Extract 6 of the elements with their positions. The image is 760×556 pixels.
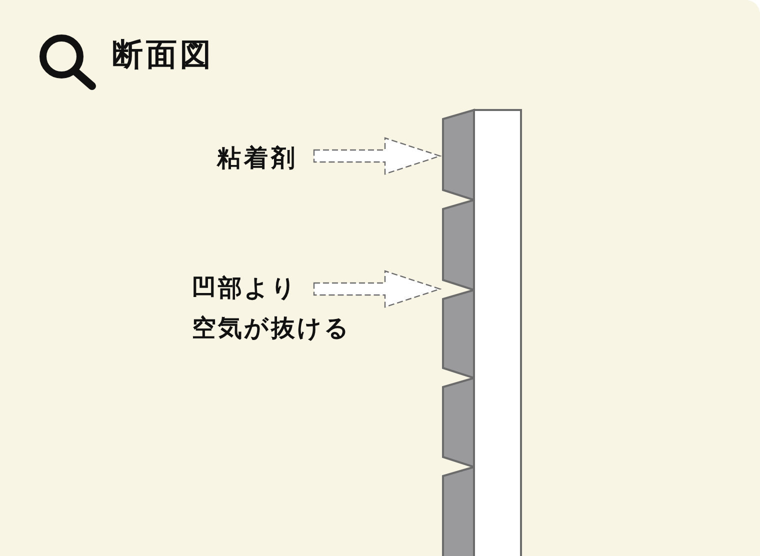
adhesive-layer [442,108,475,556]
block-arrow [313,270,442,308]
callout-label: 粘着剤 [217,138,298,178]
title: 断面図 [112,36,214,74]
block-arrow [313,137,442,175]
callout-label: 凹部より空気が抜ける [192,268,351,348]
